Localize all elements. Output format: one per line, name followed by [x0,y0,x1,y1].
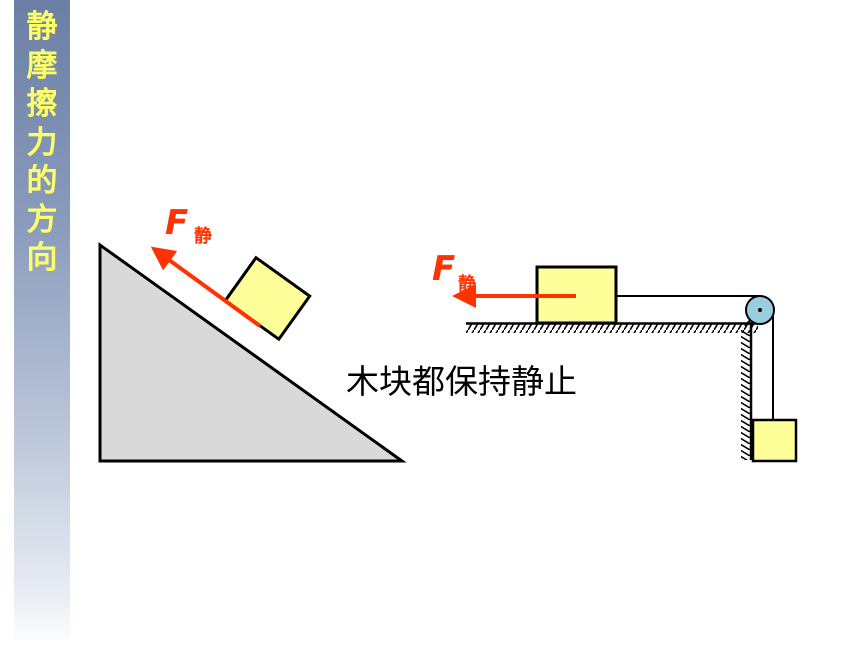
sidebar-title: 静 摩 擦 力 的 方 向 [14,8,70,278]
table-force-subscript: 静 [458,273,476,295]
wall-hatch [741,330,751,460]
incline-wedge [98,242,407,463]
sidebar-title-char: 力 [26,124,58,161]
caption: 木块都保持静止 [346,362,577,401]
incline-block-rect [223,255,312,342]
incline-figure: F 静 [98,203,407,463]
sidebar-title-char: 摩 [26,47,58,84]
sidebar-gradient-bar [14,0,70,645]
table-hatch [466,323,758,333]
incline-force-subscript: 静 [194,225,212,247]
sidebar-title-char: 向 [26,240,58,276]
pulley-axle [758,308,762,312]
hanging-weight [751,418,798,463]
sidebar-title-char: 方 [26,201,58,238]
sidebar-title-char: 的 [26,163,58,199]
incline-force-symbol: F [165,203,188,243]
incline-block [223,255,312,342]
pulley-figure: F 静 [432,249,798,463]
sidebar-title-char: 擦 [26,86,58,122]
incline-friction-arrow [150,246,262,328]
table-force-symbol: F [432,249,455,289]
sidebar-title-char: 静 [26,9,58,45]
